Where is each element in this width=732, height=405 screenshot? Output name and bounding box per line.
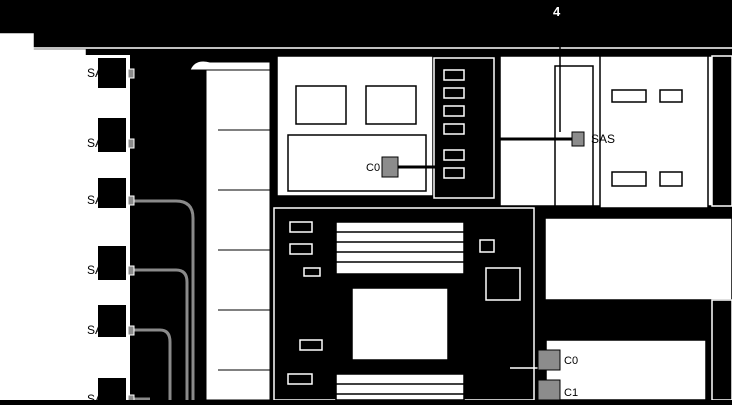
drive-cage-right [499, 55, 732, 209]
c0-adapter-connector [537, 349, 561, 371]
c0-riser-label: C0 [366, 162, 380, 174]
c1-adapter-label: C1 [564, 387, 578, 399]
drive-bay-label-1: SAS 1 [87, 136, 121, 150]
drive-bay-label-5: SAS 1 [87, 392, 121, 400]
c0-riser-connector [381, 156, 399, 178]
drive-bay-label-3: SAS 1 [87, 263, 121, 277]
drive-bay-label-2: SAS 0 [87, 193, 121, 207]
motherboard [273, 207, 535, 401]
c0-adapter-label: C0 [564, 355, 578, 367]
c1-adapter-connector [537, 379, 561, 401]
chassis-outline [0, 33, 732, 401]
drive-bay-label-0: SAS 0 [87, 66, 121, 80]
callout-4: 4 [553, 4, 561, 132]
drive-cage-middle [276, 55, 434, 197]
sas-cables [133, 199, 195, 401]
callout-number: 4 [553, 4, 561, 19]
drive-bay-label-4: SAS 0 [87, 323, 121, 337]
drive-bay-carriers [85, 55, 130, 400]
fan-bank [189, 60, 271, 401]
sas-backplane-label: SAS [591, 132, 615, 146]
backplane-board [433, 57, 495, 199]
riser-area [510, 217, 732, 401]
sas-backplane-connector [571, 131, 585, 147]
